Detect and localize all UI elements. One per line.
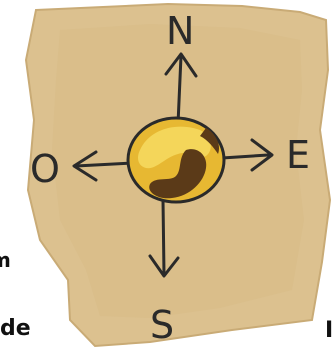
south-arrow-shaft — [163, 200, 164, 274]
east-label: E — [286, 133, 310, 177]
cropped-text-fragment-left-bottom: de — [0, 316, 31, 341]
north-label: N — [166, 9, 194, 53]
cropped-text-fragment-left-top: m — [0, 248, 11, 272]
south-label: S — [150, 303, 174, 347]
west-label: O — [30, 147, 60, 191]
cropped-text-fragment-right: I — [325, 318, 333, 343]
